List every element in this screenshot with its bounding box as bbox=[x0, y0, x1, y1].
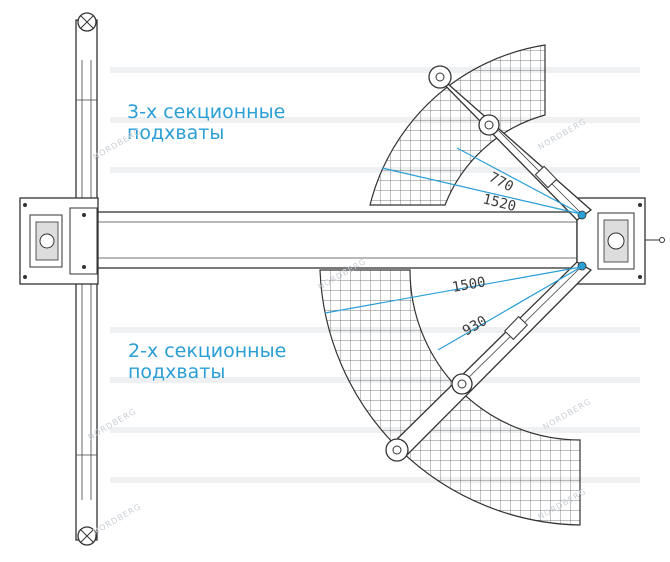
left-base-plate bbox=[19, 197, 99, 285]
watermark-6: NORDBERG bbox=[92, 502, 144, 537]
dimension-upper-long: 1520 bbox=[481, 191, 518, 215]
right-base-plate bbox=[576, 197, 665, 285]
upper-arm-pivot-icon bbox=[428, 65, 452, 89]
dimension-lower-short: 930 bbox=[460, 313, 490, 340]
watermark-5: NORDBERG bbox=[542, 397, 594, 432]
three-section-label-line1: 3-х секционные bbox=[127, 101, 285, 123]
dimension-upper-short: 770 bbox=[486, 169, 516, 195]
upper-arm-sweep-area bbox=[369, 44, 546, 206]
bottom-column-cap-icon bbox=[77, 526, 97, 546]
two-section-label-line1: 2-х секционные bbox=[128, 340, 286, 362]
watermark-1: NORDBERG bbox=[92, 127, 144, 162]
dimension-lower-long: 1500 bbox=[451, 274, 487, 296]
three-section-label-line2: подхваты bbox=[127, 122, 224, 144]
main-beam bbox=[96, 211, 578, 269]
top-column-cap-icon bbox=[77, 12, 97, 32]
upper-arm-joint-icon bbox=[478, 114, 500, 136]
lower-arm-pivot-icon bbox=[385, 438, 409, 462]
upper-arm bbox=[431, 71, 593, 221]
dimension-lines bbox=[324, 147, 582, 351]
lower-arm-joint-icon bbox=[451, 373, 473, 395]
two-section-label-line2: подхваты bbox=[128, 361, 225, 383]
